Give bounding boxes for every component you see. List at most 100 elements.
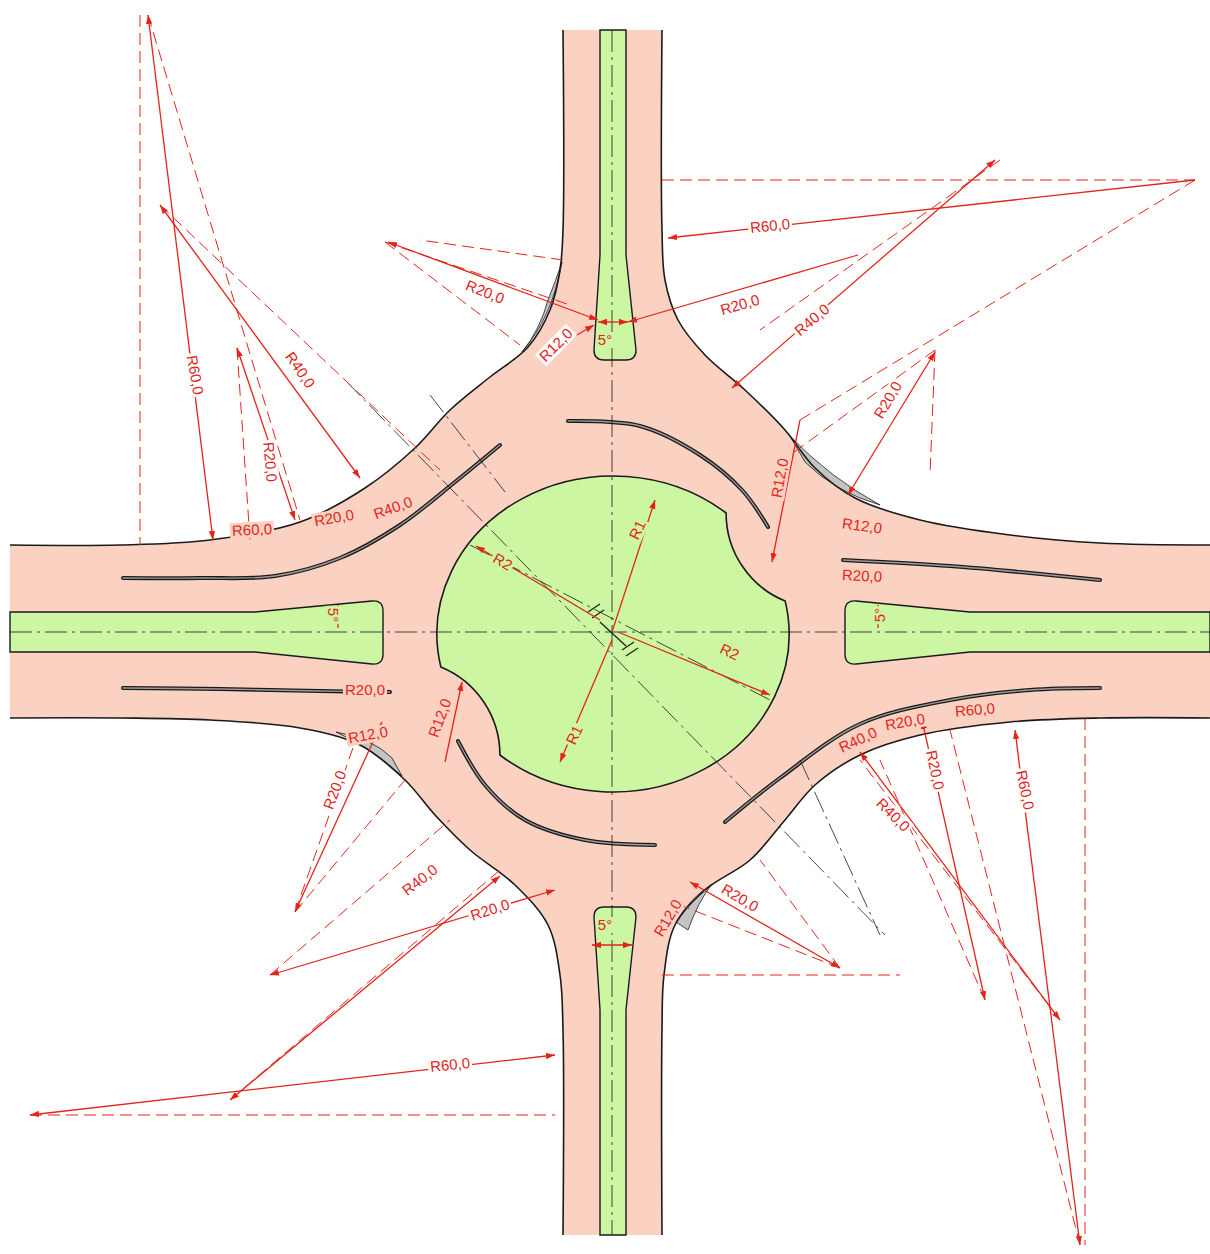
dimension-label: R20,0	[923, 747, 948, 793]
dimension-arrow	[560, 640, 612, 762]
construction-line	[30, 1115, 555, 1116]
curb-fill	[725, 688, 1100, 822]
dimension-arrow	[612, 500, 655, 632]
dimension-label-holder: R40,0	[834, 723, 882, 758]
dimension-arrow	[732, 160, 995, 388]
dimension-label-holder: R20,0	[882, 709, 928, 734]
dimension-label-holder: R12,0	[534, 323, 578, 367]
dimension-label: R20,0	[717, 880, 763, 916]
dimension-label: R60,0	[747, 216, 792, 237]
dimension-label: R20,0	[311, 506, 357, 529]
dimension-label-holder: R40,0	[871, 793, 915, 837]
dimension-label: R60,0	[230, 521, 275, 539]
dimension-label-holder: R60,0	[1012, 767, 1039, 814]
construction-line	[800, 180, 1195, 420]
dimension-arrow	[922, 720, 985, 1000]
dimension-label-holder: R20,0	[716, 290, 763, 319]
center-line	[800, 760, 880, 935]
construction-line	[662, 180, 1195, 181]
dimension-label: R12,0	[839, 515, 885, 537]
center-line	[345, 380, 885, 935]
dimension-label: R12,0	[535, 324, 577, 366]
dimension-label-holder: R20,0	[466, 895, 513, 926]
construction-line	[760, 160, 1000, 330]
dimension-label-holder: R20,0	[461, 275, 509, 308]
construction-line	[270, 820, 450, 975]
dimension-label-holder: R20,0	[311, 505, 357, 530]
dimension-label-holder: R2	[716, 639, 745, 665]
dimension-label-holder: R12,0	[649, 894, 687, 941]
dimension-arrow	[160, 205, 360, 478]
construction-line	[930, 350, 935, 475]
road-edge	[10, 30, 564, 545]
curb-outline	[458, 741, 655, 845]
dimension-label-holder: R60,0	[182, 352, 207, 398]
dimension-arrow	[148, 15, 213, 540]
dimension-label: R12,0	[650, 895, 686, 941]
dimension-label: R2	[489, 549, 517, 574]
dimension-label: R40,0	[872, 794, 914, 836]
construction-line	[1085, 718, 1086, 1245]
dimension-label: R60,0	[183, 352, 206, 398]
dimension-label: R40,0	[281, 347, 319, 392]
dimension-label: 5°	[872, 606, 888, 624]
dimension-arrow	[668, 180, 1195, 238]
curb-fill	[568, 421, 768, 527]
curb-outline	[123, 445, 500, 578]
construction-line	[148, 15, 300, 520]
dimension-label-holder: R60,0	[747, 215, 793, 238]
construction-line	[760, 860, 840, 968]
dimension-label: R40,0	[790, 300, 834, 341]
dimension-label-holder: R40,0	[280, 347, 320, 393]
construction-line	[420, 240, 563, 260]
dimension-arrow	[690, 882, 840, 968]
dimension-label: R20,0	[870, 377, 906, 423]
dimension-label-holder: R12,0	[839, 514, 885, 538]
dimension-label: R20,0	[717, 291, 764, 319]
dimension-label-holder: R40,0	[789, 299, 834, 341]
dimension-arrow	[388, 242, 598, 320]
dimension-label: R40,0	[398, 860, 443, 900]
dimension-label: R60,0	[952, 700, 997, 720]
center-line	[430, 395, 505, 492]
dimension-label-holder: R20,0	[869, 376, 907, 423]
dimension-label-holder: 5°	[324, 606, 342, 624]
dimension-label-holder: R20,0	[343, 681, 387, 699]
dimension-label-holder: R20,0	[840, 566, 885, 586]
dimension-label: R20,0	[840, 567, 885, 585]
dimension-label-holder: R60,0	[427, 1054, 473, 1077]
dimension-arrow	[476, 546, 600, 620]
dimension-label: 5°	[325, 606, 341, 624]
dimension-arrow	[598, 321, 628, 322]
dimension-label-holder: 5°	[596, 331, 614, 349]
dimension-arrow	[848, 352, 935, 495]
dimension-label: R20,0	[462, 276, 509, 307]
construction-line	[385, 242, 520, 345]
splitter-island	[10, 601, 383, 664]
construction-line	[160, 205, 440, 470]
splitter-island	[594, 907, 636, 1235]
dimension-arrow	[592, 944, 632, 945]
dimension-arrow	[860, 752, 1060, 1020]
dimension-label-holder: 5°	[596, 916, 614, 934]
dimension-label-holder: R20,0	[319, 766, 351, 814]
dimension-label: R1	[626, 516, 650, 544]
construction-line	[237, 348, 250, 540]
shaded-sliver	[790, 436, 880, 505]
road-edge	[10, 718, 564, 1235]
dimension-label-holder: R12,0	[767, 455, 792, 501]
splitter-island	[594, 30, 636, 360]
center-tick	[588, 604, 600, 612]
road-surface	[10, 30, 1210, 1235]
construction-line	[790, 350, 935, 455]
dimension-label-holder: R20,0	[716, 879, 763, 917]
dimension-label: R20,0	[467, 896, 514, 925]
dimension-label-holder: R12,0	[424, 694, 456, 742]
dimension-label: 5°	[596, 917, 614, 933]
construction-line	[880, 760, 985, 1000]
curb-fill	[458, 741, 655, 845]
dimension-label-holder: R40,0	[397, 859, 443, 900]
